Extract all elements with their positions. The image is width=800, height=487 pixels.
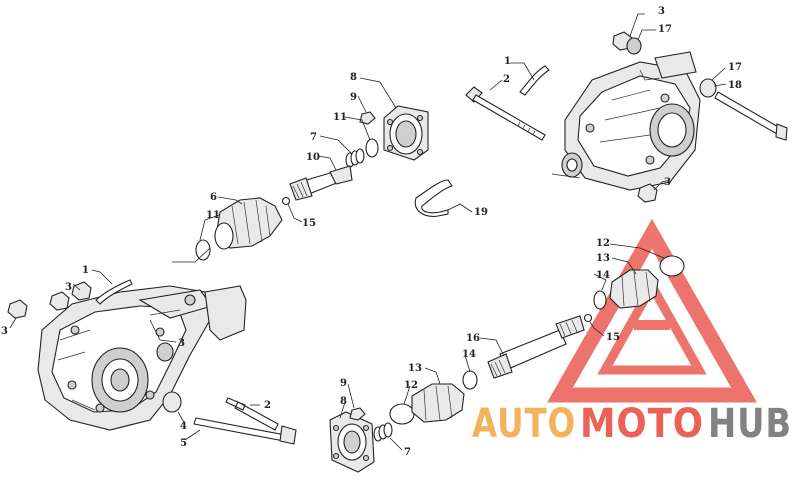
nut-left-c: [71, 281, 92, 301]
snap-ring-top: [365, 138, 379, 158]
bushing-left: [162, 391, 182, 413]
nut-left-a: [7, 299, 28, 319]
callout-17-top: 17: [658, 24, 672, 35]
callout-12-low: 12: [404, 380, 418, 391]
callout-2-right: 2: [503, 74, 510, 85]
callout-14-low: 14: [462, 349, 476, 360]
callout-7-low: 7: [404, 447, 411, 458]
clamp-bottom: [389, 403, 415, 425]
cv-boot-top: [214, 197, 283, 250]
nut-left-b: [49, 291, 70, 311]
callout-6: 6: [210, 192, 217, 203]
callout-1-right: 1: [504, 56, 511, 67]
callout-3-top: 3: [658, 6, 665, 17]
callout-19: 19: [474, 207, 488, 218]
bolt-long-left-lower: [193, 417, 297, 445]
callout-11-left: 11: [206, 210, 220, 221]
clamp-small-right: [593, 290, 607, 310]
callout-10: 10: [306, 152, 320, 163]
clamp-right: [659, 255, 685, 277]
callout-14-right: 14: [596, 270, 610, 281]
watermark-wordmark: AUTO MOTO HUB: [472, 401, 792, 447]
watermark-hub: HUB: [708, 401, 792, 447]
callout-8-top: 8: [350, 72, 357, 83]
bolt-small-top: [359, 111, 376, 125]
clamp-small-bottom: [462, 370, 478, 390]
nut-top: [612, 31, 642, 55]
callout-3-left-b: 3: [1, 326, 8, 337]
callout-5: 5: [180, 438, 187, 449]
bushing-and-bolt-right: [699, 78, 788, 141]
callout-9-low: 9: [340, 378, 347, 389]
vent-hose-right: [519, 65, 550, 96]
cv-boot-bottom: [411, 383, 465, 423]
callout-13-low: 13: [408, 363, 422, 374]
callout-1-left: 1: [82, 265, 89, 276]
vent-hose-left: [95, 279, 133, 305]
spring-bottom: [373, 422, 393, 442]
axle-shaft-bottom: [487, 315, 585, 379]
watermark-moto: MOTO: [580, 401, 704, 447]
bolt-long-left-upper: [225, 397, 279, 431]
output-flange-top: [383, 105, 429, 161]
callout-11-top: 11: [333, 112, 347, 123]
nut-mid: [637, 183, 658, 203]
rear-differential-assembly: [561, 51, 701, 191]
front-differential-assembly: [37, 285, 247, 431]
ball-bottom: [583, 313, 593, 323]
callout-18: 18: [728, 80, 742, 91]
callout-16: 16: [466, 333, 480, 344]
callout-9-top: 9: [350, 92, 357, 103]
snap-ring-left: [195, 239, 211, 261]
callout-3-mid: 3: [664, 177, 671, 188]
callout-8-low: 8: [340, 396, 347, 407]
callout-12-right: 12: [596, 238, 610, 249]
watermark-triangle-logo: [547, 218, 757, 403]
callout-13-right: 13: [596, 253, 610, 264]
output-flange-bottom: [329, 411, 375, 473]
ball-top: [281, 196, 291, 206]
callout-17-right: 17: [728, 62, 742, 73]
axle-shaft-top: [289, 165, 353, 201]
leader-lines: [9, 13, 727, 451]
callout-3-left-a: 3: [65, 282, 72, 293]
callout-labels: 3 17 1 2 17 18 3 8 9 11 7 10 6 11 15 19 …: [1, 6, 742, 458]
callout-15-right: 15: [606, 332, 620, 343]
watermark-auto: AUTO: [472, 401, 576, 447]
callout-7-top: 7: [310, 132, 317, 143]
retaining-strap: [414, 179, 453, 217]
spring-top: [345, 148, 365, 168]
bolt-small-bottom: [349, 407, 366, 421]
callout-4: 4: [180, 421, 187, 432]
callout-3-left-c: 3: [178, 338, 185, 349]
cv-boot-right: [609, 269, 659, 309]
callout-2-left: 2: [264, 400, 271, 411]
bolt-long-right: [465, 86, 546, 141]
callout-15-left: 15: [302, 218, 316, 229]
